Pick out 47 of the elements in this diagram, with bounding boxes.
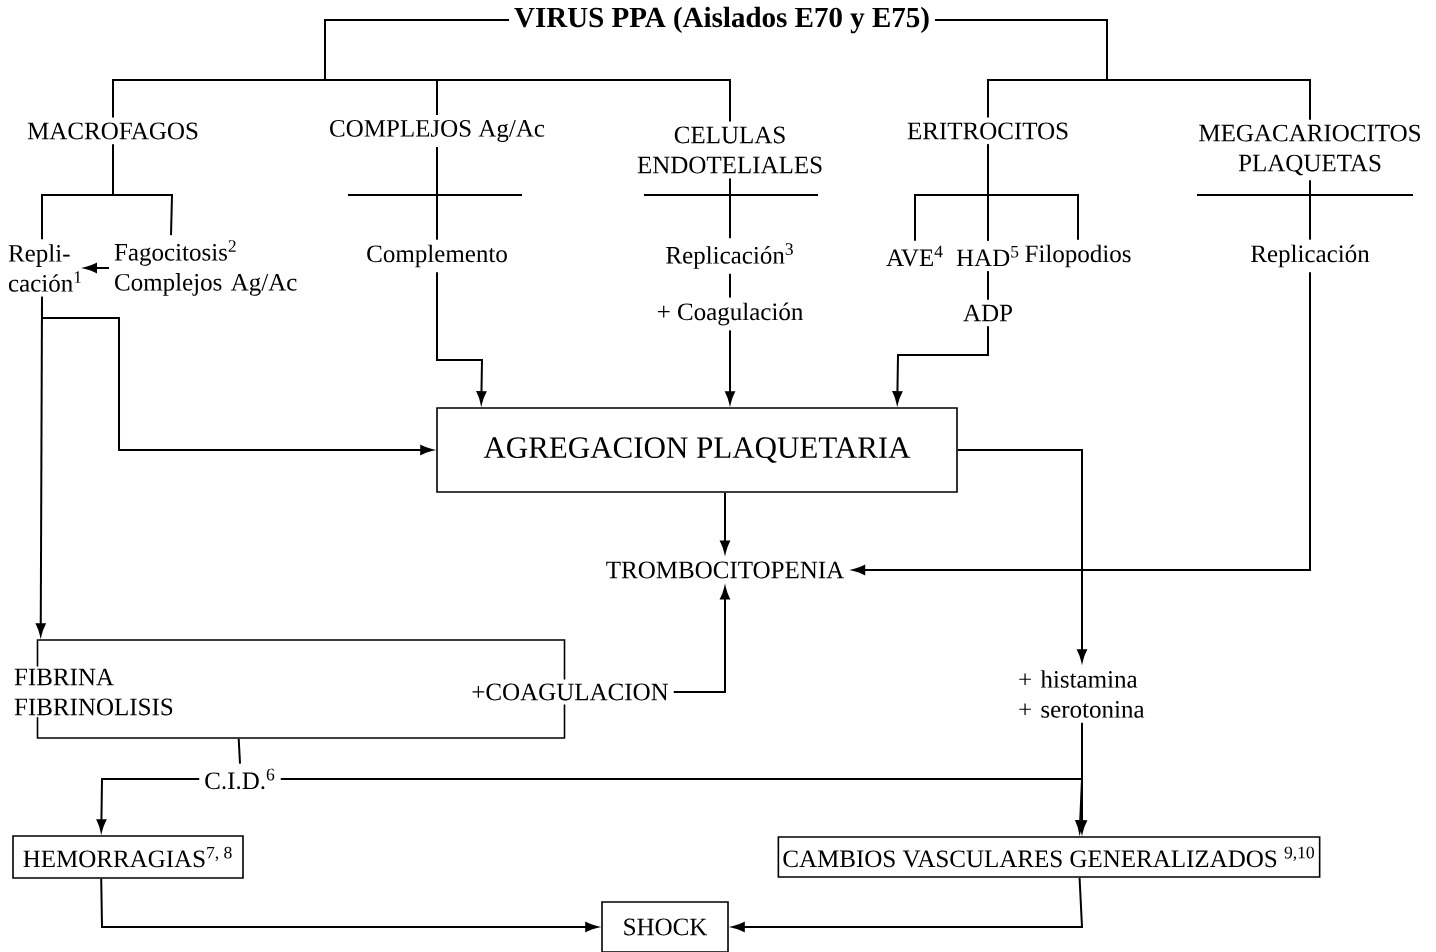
connector-line xyxy=(729,177,731,240)
arrow xyxy=(956,449,1087,662)
effect-label: TROMBOCITOPENIA xyxy=(606,561,845,579)
effect-label: +COAGULACION xyxy=(467,679,673,705)
arrow xyxy=(732,876,1084,932)
category-label: COMPLEJOS Ag/Ac xyxy=(330,120,545,142)
mechanism-label: Replicación xyxy=(1251,244,1370,268)
connector-line xyxy=(436,145,438,241)
arrow xyxy=(84,263,110,273)
arrow xyxy=(100,877,598,932)
mechanism-label: + Coagulación xyxy=(657,302,803,326)
arrow xyxy=(672,586,730,693)
process-box: CAMBIOS VASCULARES GENERALIZADOS $^{9,10}$ xyxy=(777,836,1321,878)
category-label: MEGACARIOCITOS PLAQUETAS xyxy=(1199,124,1421,176)
connector-line xyxy=(934,19,1311,121)
arrow xyxy=(852,271,1311,575)
arrow xyxy=(436,271,487,404)
effect-label: + histamina + serotonina xyxy=(1019,670,1145,718)
process-box: SHOCK xyxy=(601,901,729,952)
arrow xyxy=(892,325,989,404)
category-label: CELULAS ENDOTELIALES xyxy=(637,126,822,174)
connector-line xyxy=(112,143,174,237)
mechanism-label: Repli- cación$^{1}$ xyxy=(8,244,81,292)
process-box: AGREGACION PLAQUETARIA xyxy=(436,407,958,493)
arrow xyxy=(720,491,730,554)
category-label: MACROFAGOS xyxy=(27,122,198,140)
effect-label: FIBRINA FIBRINOLISIS xyxy=(12,666,173,718)
mechanism-label: Filopodios xyxy=(1025,244,1131,268)
heading-text: VIRUS PPA (Aislados E70 y E75) xyxy=(514,6,929,34)
mechanism-label: Complemento xyxy=(367,244,507,268)
mechanism-label: HAD$^{5}$ xyxy=(956,245,1019,267)
connector-line xyxy=(1309,179,1311,241)
arrow xyxy=(96,778,201,832)
mechanism-label: Replicación$^{3}$ xyxy=(666,243,793,269)
mechanism-label: ADP xyxy=(963,304,1012,322)
connector-line xyxy=(237,737,241,765)
connector-line xyxy=(987,143,1079,241)
arrow xyxy=(725,329,735,404)
connector-line xyxy=(324,19,731,123)
mechanism-label: Fagocitosis$^{2}$ Complejos Ag/Ac xyxy=(114,240,297,296)
connector-line xyxy=(987,270,989,301)
process-box: HEMORRAGIAS$^{7, 8}$ xyxy=(12,835,244,879)
category-label: ERITROCITOS xyxy=(907,122,1068,140)
arrow xyxy=(35,295,46,636)
effect-label: C.I.D.$^{6}$ xyxy=(205,768,275,790)
mechanism-label: AVE$^{4}$ xyxy=(886,245,943,267)
connector-line xyxy=(729,272,731,299)
